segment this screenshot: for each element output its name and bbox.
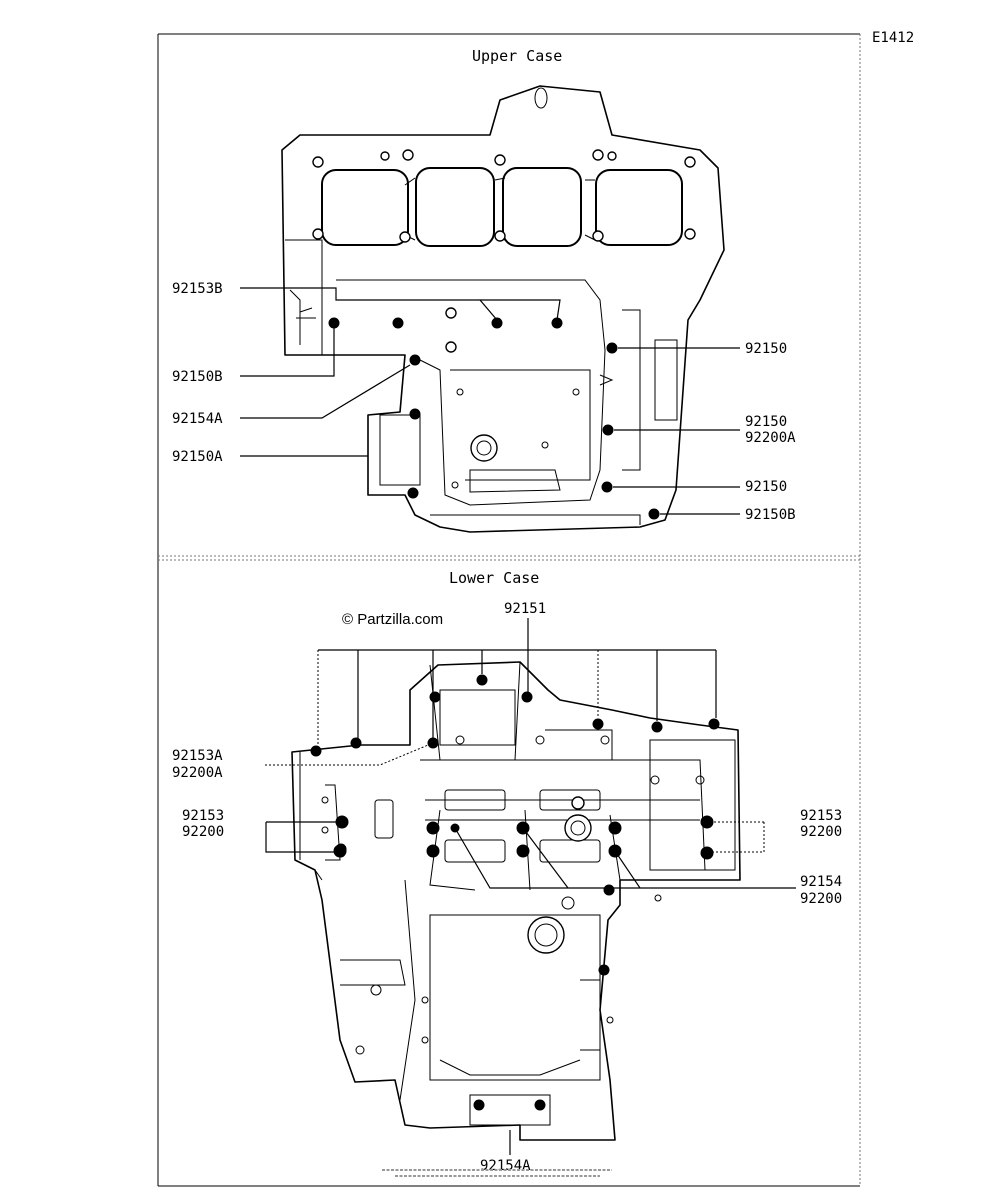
part-label-92154: 92154 <box>800 874 842 890</box>
part-label-92153a: 92153A <box>172 748 223 764</box>
part-label-92153b: 92153B <box>172 281 223 297</box>
part-label-92151: 92151 <box>504 601 546 617</box>
upper-case-title: Upper Case <box>472 47 562 65</box>
lower-leader-lines <box>265 618 796 1155</box>
lower-case-title: Lower Case <box>449 569 539 587</box>
part-label-92150: 92150 <box>745 341 787 357</box>
part-label-92153: 92153 <box>800 808 842 824</box>
upper-part-labels: 92153B 92150B 92154A 92150A 92150 92150 … <box>172 281 796 523</box>
part-label-92200: 92200 <box>800 891 842 907</box>
upper-leader-lines <box>240 287 740 515</box>
part-label-92154a: 92154A <box>172 411 223 427</box>
part-label-92150a: 92150A <box>172 449 223 465</box>
part-label-92200a: 92200A <box>745 430 796 446</box>
part-label-92153: 92153 <box>182 808 224 824</box>
diagram-frame <box>157 33 861 1187</box>
lower-case-drawing <box>291 661 741 1141</box>
upper-case-drawing <box>281 85 725 533</box>
fine-print-strip <box>382 1169 612 1177</box>
part-label-92150b: 92150B <box>172 369 223 385</box>
part-label-92150b: 92150B <box>745 507 796 523</box>
diagram-code: E1412 <box>872 30 914 46</box>
part-label-92150: 92150 <box>745 414 787 430</box>
part-label-92200: 92200 <box>800 824 842 840</box>
part-label-92200a: 92200A <box>172 765 223 781</box>
watermark: © Partzilla.com <box>342 611 443 628</box>
part-label-92200: 92200 <box>182 824 224 840</box>
part-label-92154a: 92154A <box>480 1158 531 1174</box>
lower-part-labels: 92151 92153A 92200A 92153 92200 92153 92… <box>172 601 842 1174</box>
part-label-92150: 92150 <box>745 479 787 495</box>
